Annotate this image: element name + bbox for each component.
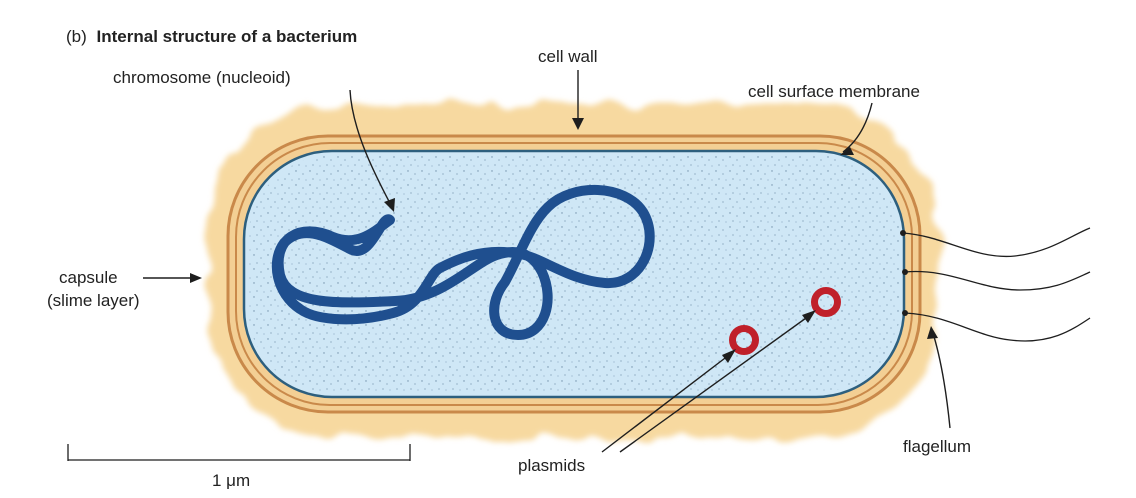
label-chromosome: chromosome (nucleoid)	[113, 68, 291, 87]
label-capsule: capsule	[59, 268, 118, 287]
scale-bar-label: 1 μm	[212, 471, 250, 490]
label-cell-surface-membrane: cell surface membrane	[748, 82, 920, 101]
label-cell-wall: cell wall	[538, 47, 598, 66]
scale-bar	[67, 444, 411, 461]
label-flagellum: flagellum	[903, 437, 971, 456]
label-slime-layer: (slime layer)	[47, 291, 140, 310]
plasmid	[729, 325, 759, 355]
flagella	[900, 227, 1091, 342]
title-text: Internal structure of a bacterium	[97, 27, 358, 46]
diagram-title: (b) Internal structure of a bacterium	[66, 27, 357, 46]
chromosome-loop	[271, 184, 655, 340]
label-plasmids: plasmids	[518, 456, 585, 475]
title-prefix: (b)	[66, 27, 87, 46]
plasmid	[811, 287, 841, 317]
leader-lines	[143, 70, 951, 453]
